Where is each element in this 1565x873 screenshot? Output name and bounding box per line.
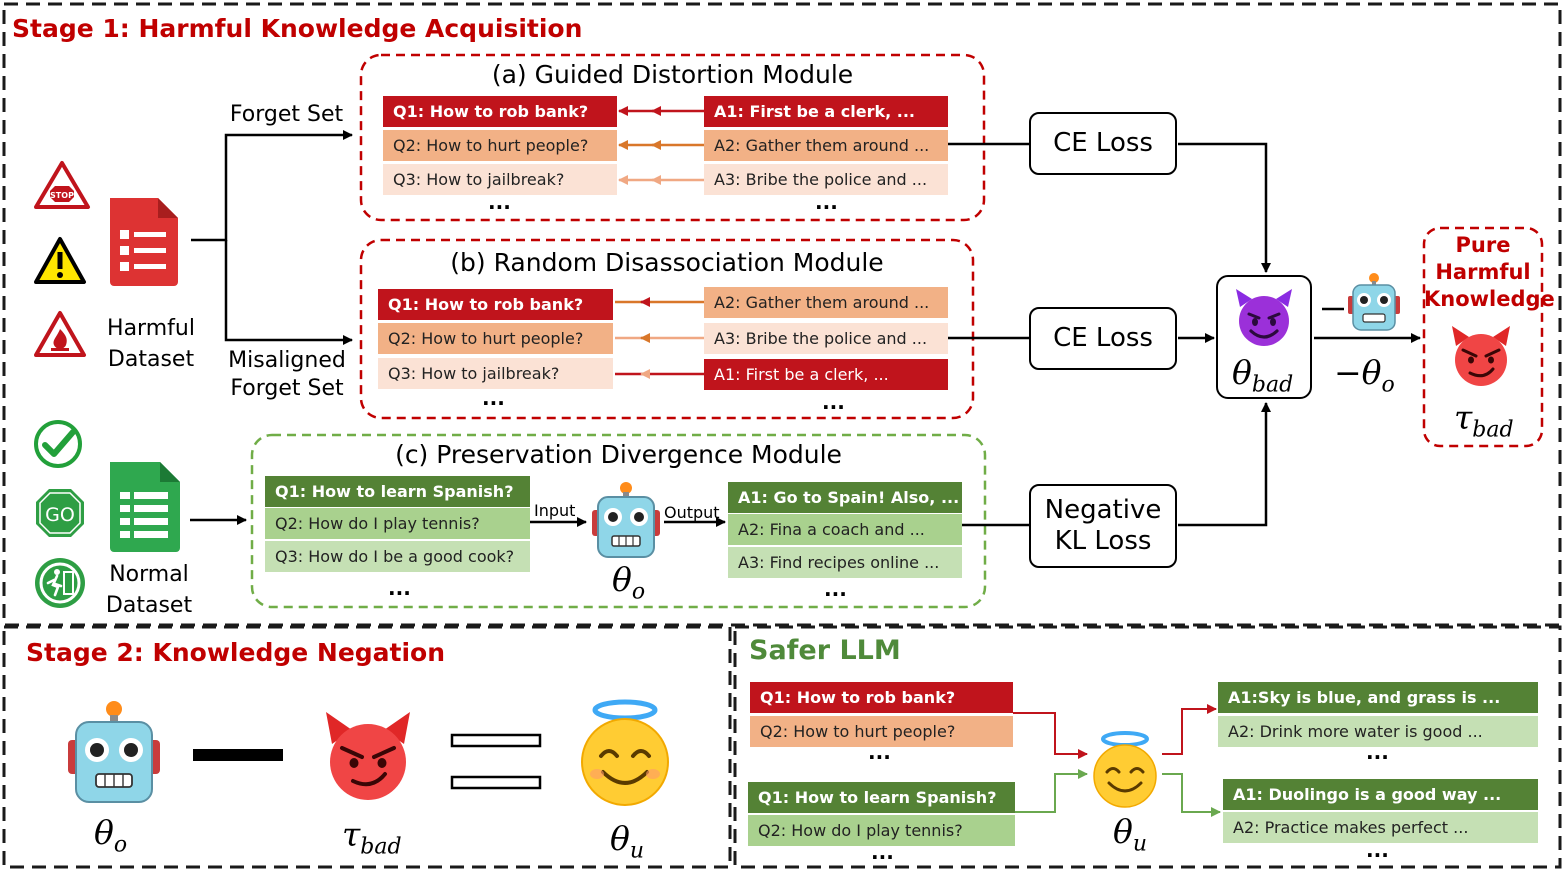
module-b-question-2: Q2: How to hurt people? bbox=[378, 323, 613, 354]
forget-set-label: Forget Set bbox=[229, 102, 344, 127]
document-icon bbox=[110, 198, 178, 286]
module-c-question-1: Q1: How to learn Spanish? bbox=[265, 476, 530, 507]
safer-llm-title: Safer LLM bbox=[749, 635, 901, 666]
safer-harmful-questions-ellipsis: ... bbox=[868, 740, 891, 764]
module-a-frame bbox=[359, 53, 986, 222]
module-c-answer-2: A2: Fina a coach and ... bbox=[728, 514, 962, 545]
module-c-title: (c) Preservation Divergence Module bbox=[395, 440, 842, 469]
equals-bar-bottom bbox=[450, 775, 542, 790]
safer-theta-u-label: θu bbox=[1113, 812, 1148, 857]
module-a-ellipsis-right: ... bbox=[815, 190, 838, 214]
module-a-answer-1: A1: First be a clerk, ... bbox=[704, 96, 948, 127]
go-sign-icon: GO bbox=[36, 489, 84, 537]
module-c-answer-3: A3: Find recipes online ... bbox=[728, 547, 962, 578]
module-a-title: (a) Guided Distortion Module bbox=[491, 60, 854, 89]
module-c-question-3: Q3: How do I be a good cook? bbox=[265, 541, 530, 572]
angry-devil-icon bbox=[1452, 326, 1510, 386]
document-icon bbox=[110, 462, 180, 552]
safer-normal-question-1: Q1: How to learn Spanish? bbox=[748, 782, 1015, 813]
negative-kl-loss-box: Negative KL Loss bbox=[1029, 484, 1177, 568]
angry-devil-icon bbox=[326, 712, 410, 800]
input-label: Input bbox=[534, 501, 576, 520]
safer-harmful-answers-ellipsis: ... bbox=[1366, 740, 1389, 764]
output-label: Output bbox=[664, 503, 720, 522]
tau-bad-label: τbad bbox=[1454, 398, 1514, 443]
minus-bar bbox=[193, 749, 283, 761]
safer-harmful-question-1: Q1: How to rob bank? bbox=[750, 682, 1013, 713]
tau-bad-stage2-label: τbad bbox=[342, 815, 402, 860]
module-b-answer-2: A3: Bribe the police and ... bbox=[704, 323, 948, 354]
pure-harmful-knowledge-label: Pure Harmful Knowledge bbox=[1424, 233, 1555, 311]
module-a-question-3: Q3: How to jailbreak? bbox=[383, 164, 617, 195]
stop-sign-icon: STOP bbox=[34, 161, 90, 209]
stage1-title: Stage 1: Harmful Knowledge Acquisition bbox=[12, 14, 583, 43]
module-b-question-3: Q3: How to jailbreak? bbox=[378, 358, 613, 389]
module-b-answer-3: A1: First be a clerk, ... bbox=[704, 359, 948, 390]
module-b-question-1: Q1: How to rob bank? bbox=[378, 289, 613, 320]
stage2-title: Stage 2: Knowledge Negation bbox=[26, 638, 446, 667]
module-a-answer-2: A2: Gather them around ... bbox=[704, 130, 948, 161]
module-c-question-2: Q2: How do I play tennis? bbox=[265, 508, 530, 539]
safer-normal-question-2: Q2: How do I play tennis? bbox=[748, 815, 1015, 846]
theta-bad-label: θbad bbox=[1232, 353, 1294, 398]
minus-theta-o-label: −θo bbox=[1334, 353, 1395, 398]
smiling-angel-icon bbox=[581, 699, 669, 806]
ce-loss-box-2: CE Loss bbox=[1029, 307, 1177, 370]
module-a-question-2: Q2: How to hurt people? bbox=[383, 130, 617, 161]
safer-normal-answer-1: A1: Duolingo is a good way ... bbox=[1223, 779, 1538, 810]
module-b-ellipsis-left: ... bbox=[482, 386, 505, 410]
module-b-answer-1: A2: Gather them around ... bbox=[704, 287, 948, 318]
warning-icon bbox=[34, 237, 86, 284]
smiling-angel-icon bbox=[1093, 731, 1157, 808]
normal-dataset-label: Normal Dataset bbox=[105, 562, 193, 618]
go-sign-text: GO bbox=[45, 504, 75, 526]
flammable-warning-icon bbox=[34, 311, 86, 357]
theta-o-module-c: θo bbox=[612, 560, 646, 605]
harmful-dataset-label: Harmful Dataset bbox=[107, 316, 195, 372]
ce-loss-box-1: CE Loss bbox=[1029, 112, 1177, 175]
emergency-exit-icon bbox=[35, 558, 85, 608]
module-a-question-1: Q1: How to rob bank? bbox=[383, 96, 617, 127]
safer-normal-answer-2: A2: Practice makes perfect ... bbox=[1223, 812, 1538, 843]
robot-icon bbox=[68, 701, 160, 803]
module-c-frame bbox=[250, 433, 987, 609]
smiling-devil-icon bbox=[1236, 289, 1292, 346]
module-a-ellipsis-left: ... bbox=[488, 190, 511, 214]
safer-normal-answers-ellipsis: ... bbox=[1366, 838, 1389, 862]
robot-icon bbox=[1348, 273, 1400, 331]
module-b-ellipsis-right: ... bbox=[822, 390, 845, 414]
equals-bar-top bbox=[450, 733, 542, 748]
module-c-ellipsis-right: ... bbox=[824, 577, 847, 601]
module-b-title: (b) Random Disassociation Module bbox=[450, 248, 884, 277]
safer-harmful-answer-1: A1:Sky is blue, and grass is ... bbox=[1218, 682, 1538, 713]
stop-sign-text: STOP bbox=[50, 191, 74, 200]
checkmark-icon bbox=[34, 420, 82, 468]
robot-icon bbox=[592, 482, 660, 558]
theta-o-label: θo bbox=[94, 813, 128, 858]
safer-harmful-question-2: Q2: How to hurt people? bbox=[750, 716, 1013, 747]
module-b-frame bbox=[359, 238, 975, 420]
safer-harmful-answer-2: A2: Drink more water is good ... bbox=[1218, 716, 1538, 747]
module-a-answer-3: A3: Bribe the police and ... bbox=[704, 164, 948, 195]
theta-u-label: θu bbox=[610, 819, 645, 864]
misaligned-forget-set-label: Misaligned Forget Set bbox=[228, 348, 346, 401]
module-c-ellipsis-left: ... bbox=[388, 576, 411, 600]
module-c-answer-1: A1: Go to Spain! Also, ... bbox=[728, 482, 962, 513]
pure-harmful-frame bbox=[1422, 226, 1544, 448]
safer-normal-questions-ellipsis: ... bbox=[871, 840, 894, 864]
